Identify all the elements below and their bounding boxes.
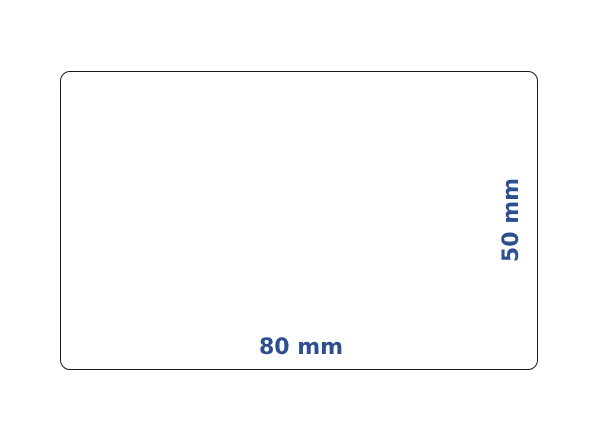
label-outline	[60, 71, 538, 370]
height-dimension-label: 50 mm	[499, 177, 524, 263]
width-dimension-label: 80 mm	[258, 335, 344, 360]
